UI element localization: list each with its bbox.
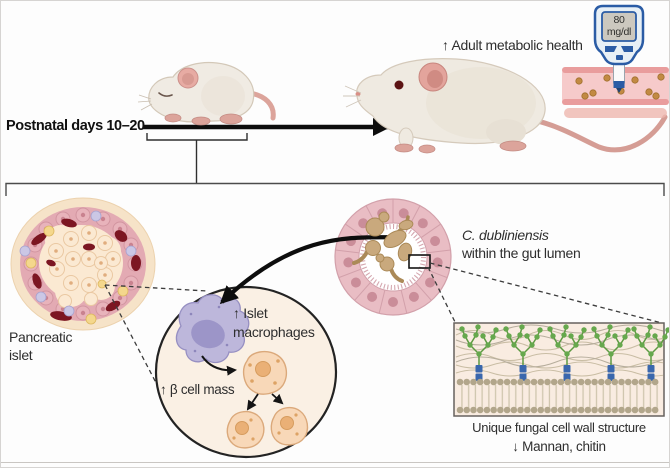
islet-core-nuclei — [54, 231, 115, 287]
fungal-cells-illustration — [352, 211, 414, 283]
islet-delta-cells — [19, 210, 137, 317]
mannan-chitin-label: ↓ Mannan, chitin — [512, 439, 606, 454]
fungal-cell-wall-illustration — [453, 322, 669, 417]
glucose-unit: mg/dl — [606, 26, 632, 38]
adult-metabolic-health-label: ↑ Adult metabolic health — [442, 37, 583, 53]
glucose-molecules — [575, 73, 665, 100]
panel-bracket — [5, 182, 665, 196]
cell-wall-title: Unique fungal cell wall structure — [472, 420, 646, 435]
wall-zoom-dashes — [427, 262, 663, 324]
islet-zoom-dashes — [104, 284, 208, 401]
figure-bottom-rule — [1, 462, 669, 463]
cell-wall-zoom-rect — [408, 254, 431, 269]
juvenile-mouse-illustration — [137, 61, 276, 126]
membrane-bilayer — [456, 378, 665, 414]
beta-proliferation-arrow-left — [246, 393, 259, 411]
epithelium-nuclei — [343, 208, 443, 307]
meter-screen — [601, 11, 637, 42]
macrophage-illustration — [175, 294, 250, 364]
gut-lumen-illustration — [334, 198, 452, 316]
c-dubliniensis-label: C. dubliniensis within the gut lumen — [462, 226, 581, 262]
brush-border — [360, 224, 426, 290]
species-name: C. dubliniensis — [462, 227, 549, 243]
glucose-value: 80 — [613, 14, 625, 26]
glucose-meter-icon — [593, 4, 645, 93]
beta-cell-mass-label: ↑ β cell mass — [160, 382, 235, 397]
beta-cells-illustration — [226, 350, 309, 449]
pancreatic-islet-illustration — [10, 197, 156, 331]
pancreatic-islet-label: Pancreatic islet — [9, 329, 73, 363]
macrophage-to-beta-arrow — [201, 355, 237, 376]
species-location: within the gut lumen — [462, 245, 581, 261]
beta-proliferation-arrow-right — [271, 393, 284, 405]
adult-mouse-illustration — [343, 58, 668, 154]
islet-zoom-circle — [154, 285, 338, 459]
islet-macrophages-label: ↑ Islet macrophages — [233, 305, 315, 340]
postnatal-days-label: Postnatal days 10–20 — [6, 118, 145, 134]
glucose-reading: 80 mg/dl — [600, 14, 638, 38]
timeline-bracket — [146, 133, 248, 141]
